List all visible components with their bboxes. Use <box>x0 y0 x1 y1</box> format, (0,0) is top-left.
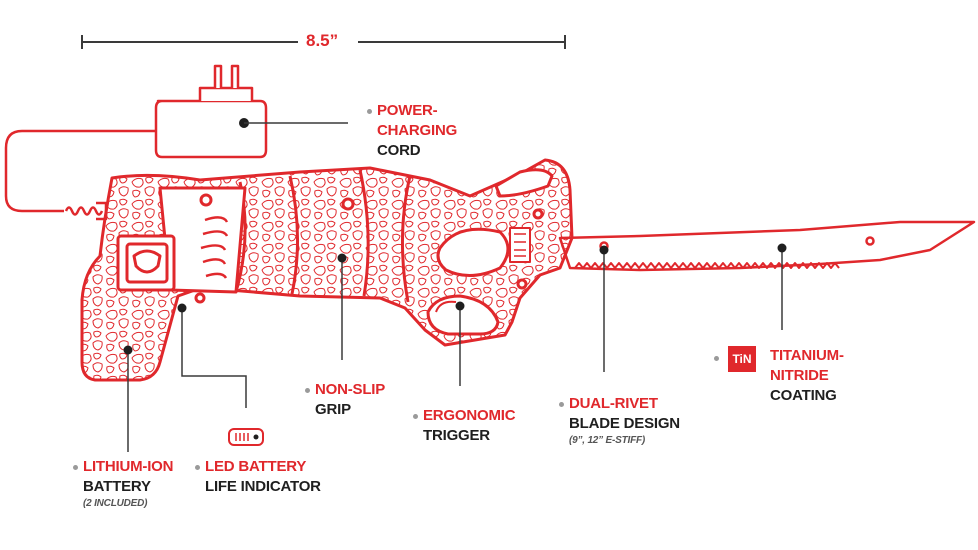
bullet <box>559 402 564 407</box>
bullet <box>195 465 200 470</box>
label-lithium-ion-battery: LITHIUM-ION BATTERY (2 INCLUDED) <box>83 457 173 511</box>
knife-handle <box>80 158 574 382</box>
dimension-line <box>81 35 566 49</box>
label-line: LIFE INDICATOR <box>205 478 321 495</box>
label-non-slip-grip: NON-SLIP GRIP <box>315 380 385 420</box>
label-line: LITHIUM-ION <box>83 458 174 475</box>
label-line: BLADE DESIGN <box>569 415 680 432</box>
label-line: CORD <box>377 142 421 159</box>
label-line: NON-SLIP <box>315 381 386 398</box>
label-line: COATING <box>770 387 837 404</box>
label-dual-rivet-blade: DUAL-RIVET BLADE DESIGN (9”, 12” E-STIFF… <box>569 394 680 448</box>
label-note: (9”, 12” E-STIFF) <box>569 435 646 446</box>
bullet <box>714 356 719 361</box>
bullet <box>367 109 372 114</box>
label-line: LED BATTERY <box>205 458 307 475</box>
tin-badge: TiN <box>728 346 756 372</box>
blade <box>558 220 976 272</box>
label-line: TRIGGER <box>423 427 490 444</box>
bullet <box>413 414 418 419</box>
label-line: DUAL-RIVET <box>569 395 658 412</box>
battery-led-icon <box>228 428 264 446</box>
label-line: BATTERY <box>83 478 151 495</box>
leader-lines <box>127 122 783 452</box>
label-line: POWER- <box>377 102 438 119</box>
label-line: GRIP <box>315 401 351 418</box>
bullet <box>305 388 310 393</box>
bullet <box>73 465 78 470</box>
label-line: TITANIUM- <box>770 347 844 364</box>
power-charging-cord <box>4 64 268 221</box>
label-led-battery-indicator: LED BATTERY LIFE INDICATOR <box>205 457 321 497</box>
leader-dots <box>123 243 787 355</box>
label-note: (2 INCLUDED) <box>83 498 148 509</box>
dimension-label: 8.5” <box>306 31 339 50</box>
label-line: CHARGING <box>377 122 458 139</box>
label-ergonomic-trigger: ERGONOMIC TRIGGER <box>423 406 516 446</box>
label-line: ERGONOMIC <box>423 407 516 424</box>
label-titanium-nitride-coating: TITANIUM- NITRIDE COATING <box>770 346 844 406</box>
label-power-charging-cord: POWER- CHARGING CORD <box>377 101 457 161</box>
label-line: NITRIDE <box>770 367 829 384</box>
